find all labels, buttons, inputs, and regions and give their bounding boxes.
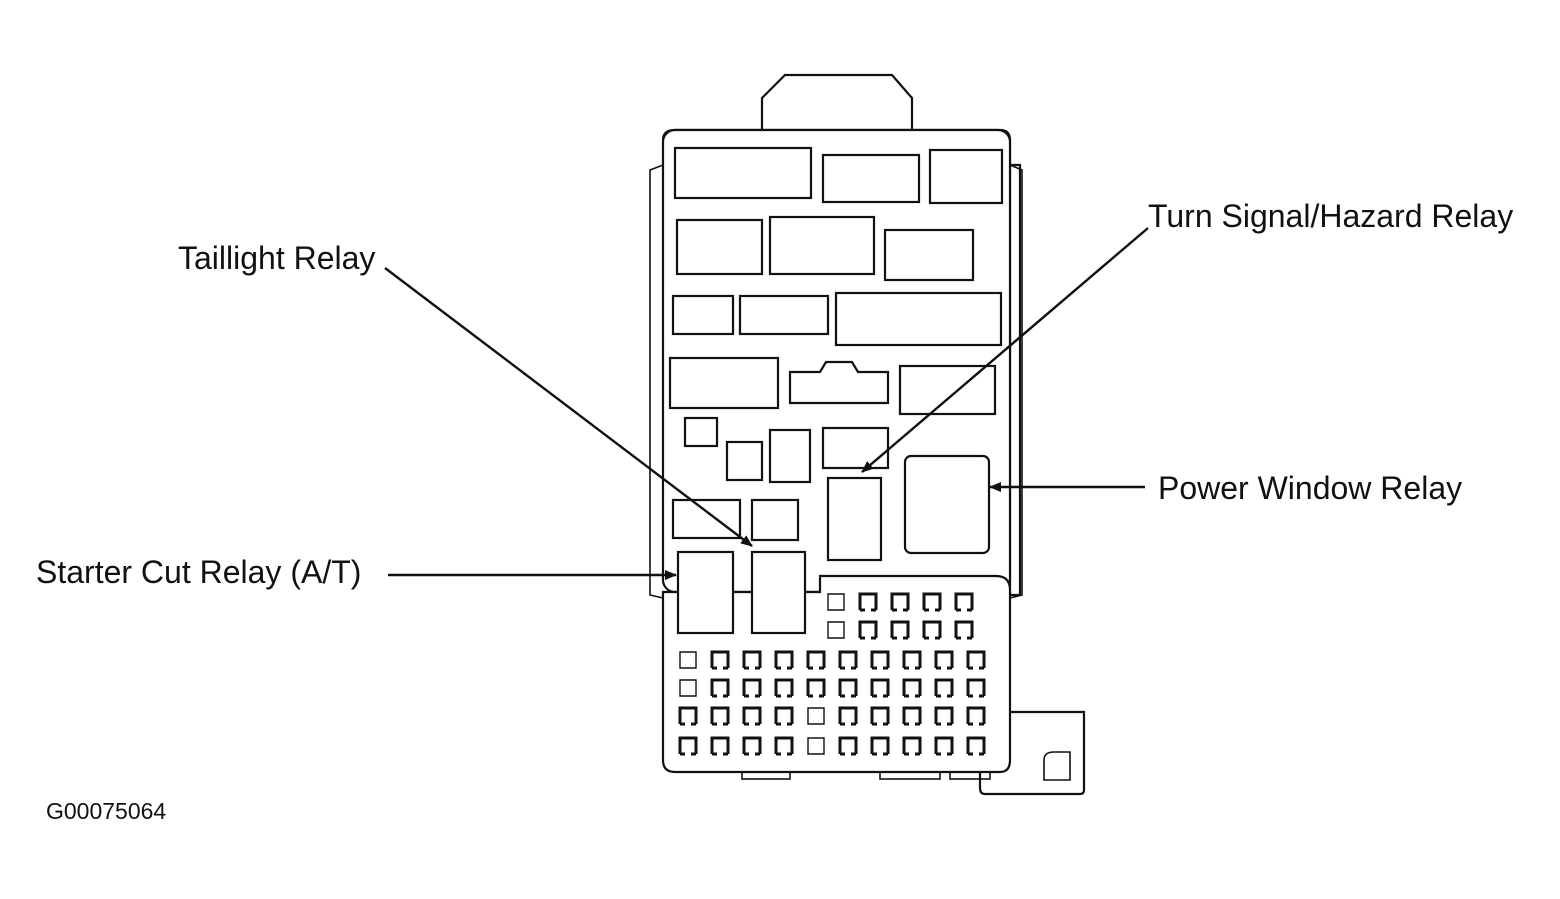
fuse-socket: [966, 678, 986, 698]
fuse-socket: [710, 736, 730, 756]
small-connectors: [671, 416, 890, 542]
fuse-socket: [742, 736, 762, 756]
connector-row-4: [668, 356, 997, 416]
fuse-socket: [678, 736, 698, 756]
fuse-socket: [742, 650, 762, 670]
fuse-socket: [902, 736, 922, 756]
fuse-socket: [870, 736, 890, 756]
starter-cut-relay: [676, 550, 735, 635]
fuse-socket: [966, 736, 986, 756]
fuse-socket-grid: [678, 592, 986, 756]
fuse-socket: [966, 650, 986, 670]
fuse-socket: [902, 678, 922, 698]
fuse-socket: [827, 621, 845, 639]
fuse-socket: [966, 706, 986, 726]
fuse-socket: [858, 592, 878, 612]
turn-signal-hazard-relay-arrow: [861, 227, 1149, 473]
fuse-socket: [679, 679, 697, 697]
fuse-socket: [807, 707, 825, 725]
fuse-socket: [807, 737, 825, 755]
fuse-socket: [838, 736, 858, 756]
fuse-socket: [774, 736, 794, 756]
fuse-socket: [902, 650, 922, 670]
taillight-relay-arrow: [384, 267, 753, 547]
fuse-socket: [678, 706, 698, 726]
fuse-socket: [870, 650, 890, 670]
fuse-socket: [890, 592, 910, 612]
fuse-socket: [774, 706, 794, 726]
fuse-socket: [827, 593, 845, 611]
fuse-socket: [806, 678, 826, 698]
fuse-socket: [870, 706, 890, 726]
turn-signal-hazard-relay-label: Turn Signal/Hazard Relay: [1148, 198, 1514, 234]
top-mounting-tab: [760, 73, 914, 132]
fuse-socket: [934, 736, 954, 756]
power-window-relay: [903, 454, 991, 555]
taillight-relay: [750, 550, 807, 635]
fuse-socket: [774, 650, 794, 670]
fuse-socket: [922, 592, 942, 612]
fuse-socket: [838, 678, 858, 698]
bracket-hole: [1043, 751, 1071, 781]
taillight-relay-label: Taillight Relay: [178, 240, 376, 276]
fuse-socket: [679, 651, 697, 669]
fuse-socket: [742, 678, 762, 698]
fuse-socket: [934, 706, 954, 726]
figure-code: G00075064: [46, 798, 167, 824]
fuse-socket: [774, 678, 794, 698]
fuse-socket: [934, 678, 954, 698]
fuse-socket: [934, 650, 954, 670]
connector-row-1: [673, 146, 1004, 205]
fuse-socket: [890, 620, 910, 640]
fuse-socket: [870, 678, 890, 698]
fuse-socket: [742, 706, 762, 726]
fuse-socket: [954, 620, 974, 640]
fuse-socket: [902, 706, 922, 726]
fuse-socket: [710, 678, 730, 698]
power-window-relay-label: Power Window Relay: [1158, 470, 1463, 506]
fuse-socket: [858, 620, 878, 640]
fuse-socket: [838, 706, 858, 726]
connector-row-3: [671, 291, 1003, 347]
fuse-socket: [954, 592, 974, 612]
turn-signal-hazard-relay: [826, 476, 883, 562]
starter-cut-relay-label: Starter Cut Relay (A/T): [36, 554, 362, 590]
fuse-socket: [922, 620, 942, 640]
fuse-socket: [710, 650, 730, 670]
connector-row-2: [675, 215, 975, 282]
fuse-socket: [710, 706, 730, 726]
fuse-socket: [806, 650, 826, 670]
fuse-socket: [838, 650, 858, 670]
